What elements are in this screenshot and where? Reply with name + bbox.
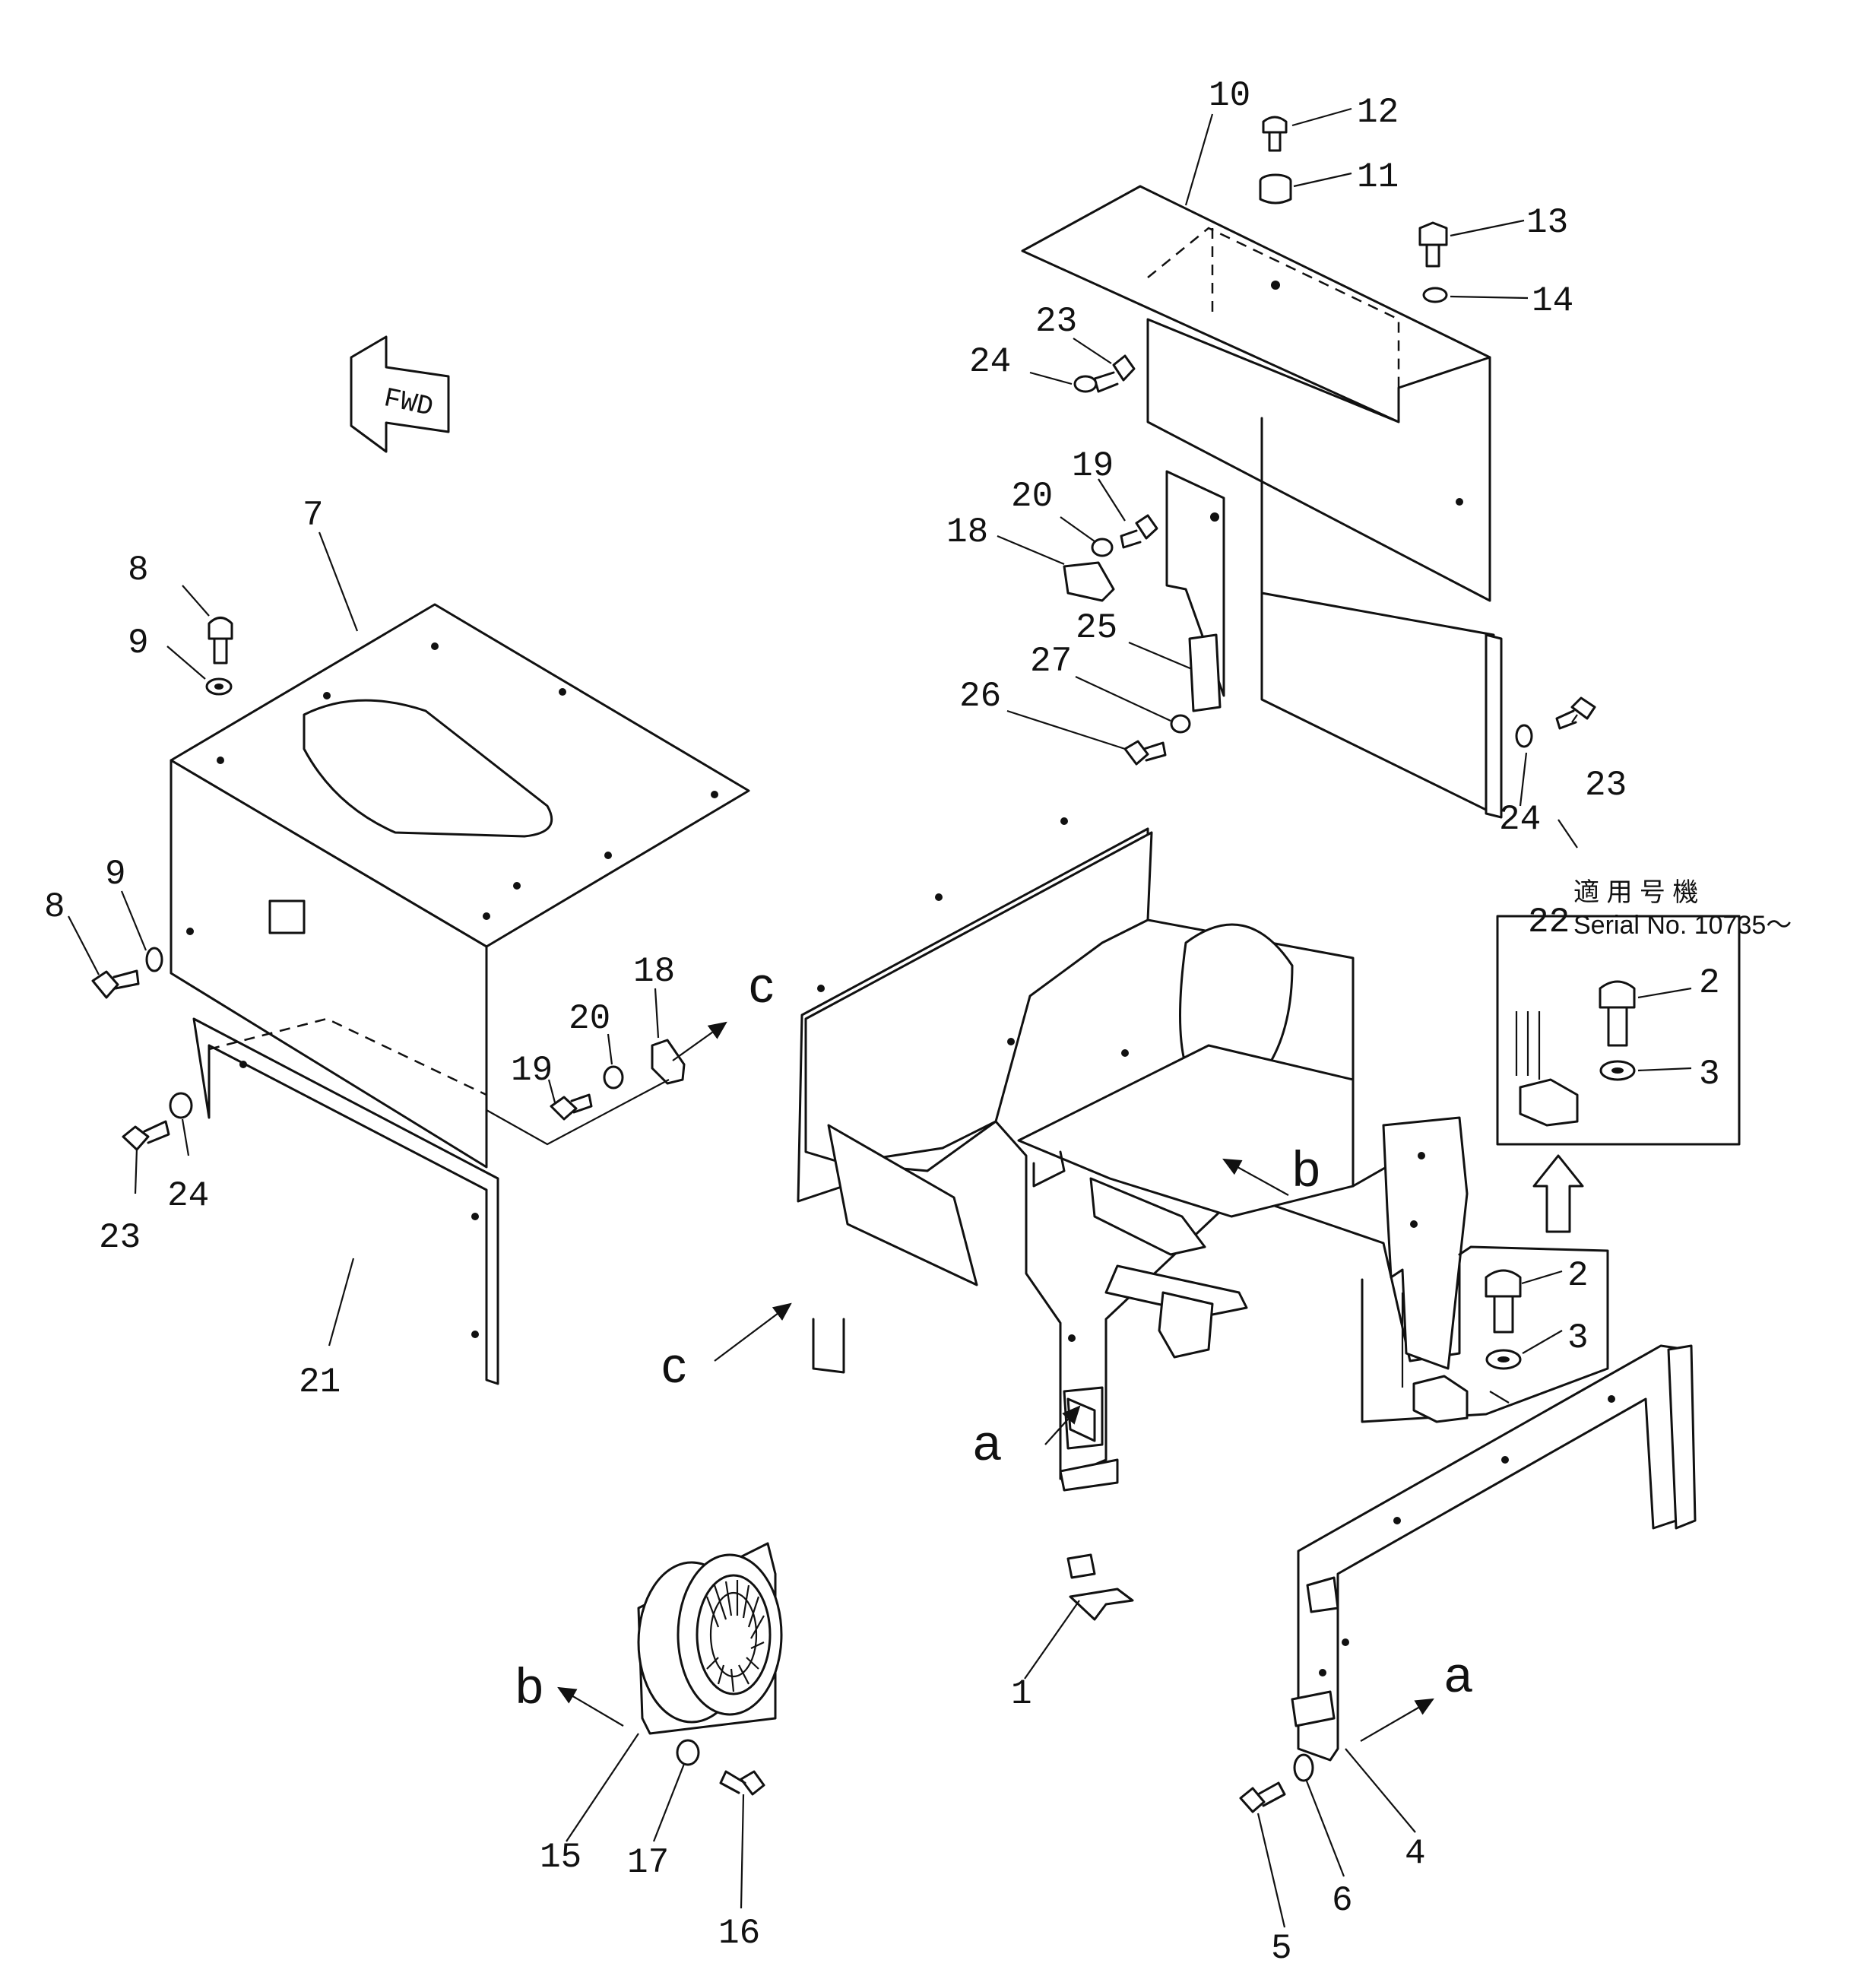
collar-part-11 <box>1259 173 1292 205</box>
fwd-arrow-icon: FWD <box>350 335 450 453</box>
callout-1: 1 <box>1011 1674 1032 1714</box>
top-plate-part-10 <box>1021 185 1491 602</box>
bolt-part-2-serial <box>1599 980 1636 1047</box>
side-panel-part-21 <box>192 1017 499 1385</box>
bolt-part-5 <box>1239 1781 1286 1813</box>
callout-13: 13 <box>1526 203 1568 243</box>
washer-part-9-side <box>145 947 163 972</box>
callout-17: 17 <box>627 1843 669 1883</box>
bolt-part-16 <box>719 1770 765 1796</box>
top-cover-part-7 <box>170 603 750 1169</box>
view-letter-c-left: c <box>661 1337 686 1393</box>
callout-4: 4 <box>1405 1834 1426 1873</box>
callout-8-side: 8 <box>44 887 65 927</box>
washer-part-20-right <box>1091 538 1114 557</box>
detail-outline-lower <box>1361 1245 1609 1423</box>
callout-16: 16 <box>718 1914 760 1953</box>
bolt-part-12 <box>1262 116 1288 152</box>
callout-23-left: 23 <box>99 1218 141 1258</box>
applicable-machines-label: 適 用 号 機 <box>1573 878 1698 907</box>
view-letter-c-right: c <box>749 956 774 1013</box>
callout-22: 22 <box>1528 902 1570 942</box>
block-icon <box>1412 1375 1469 1423</box>
callout-24-left: 24 <box>167 1176 209 1216</box>
up-arrow-icon <box>1532 1154 1584 1233</box>
view-letter-b-left: b <box>515 1657 543 1714</box>
main-frame-part-1 <box>797 817 1469 1621</box>
callout-2-lower: 2 <box>1567 1256 1589 1296</box>
callout-27: 27 <box>1030 642 1072 681</box>
callout-15: 15 <box>540 1838 581 1877</box>
block-icon-serial <box>1519 1078 1579 1127</box>
bracket-part-18-left <box>651 1039 686 1085</box>
bolt-part-8-side <box>91 969 140 999</box>
callout-18-right: 18 <box>946 512 988 552</box>
view-letter-a-right: a <box>1444 1646 1472 1702</box>
callout-7: 7 <box>303 496 324 535</box>
callout-9-top: 9 <box>128 623 149 663</box>
washer-part-24-left <box>169 1092 193 1119</box>
callout-24-top: 24 <box>969 342 1011 382</box>
callout-20-left: 20 <box>569 999 610 1039</box>
callout-14: 14 <box>1532 281 1573 321</box>
bolt-part-19-left <box>550 1093 593 1121</box>
washer-part-24-top <box>1073 375 1098 393</box>
bracket-part-18-right <box>1063 561 1115 602</box>
callout-19-right: 19 <box>1072 446 1114 486</box>
callout-10: 10 <box>1209 76 1250 116</box>
bolt-part-2-lower <box>1485 1269 1522 1334</box>
callout-20-right: 20 <box>1011 477 1053 516</box>
bolt-part-23-right <box>1555 696 1596 730</box>
washer-part-27 <box>1170 714 1191 734</box>
callout-24-right: 24 <box>1499 800 1541 839</box>
view-letter-a-left: a <box>973 1414 1001 1470</box>
callout-25: 25 <box>1076 608 1117 648</box>
bolt-part-23-left <box>122 1120 170 1151</box>
bolt-part-13 <box>1418 221 1448 268</box>
flange-part-15 <box>637 1542 783 1735</box>
callout-18-left: 18 <box>633 952 675 991</box>
callout-23-top: 23 <box>1035 302 1077 341</box>
bolt-part-23-top <box>1093 354 1136 393</box>
serial-detail-box <box>1496 915 1741 1146</box>
bolt-part-8-top <box>208 617 233 665</box>
callout-3-lower: 3 <box>1567 1318 1589 1358</box>
washer-part-17 <box>676 1739 700 1766</box>
callout-3-serial: 3 <box>1699 1055 1720 1094</box>
callout-23-right: 23 <box>1585 766 1627 805</box>
callout-8-top: 8 <box>128 550 149 590</box>
view-letter-b-right: b <box>1292 1140 1320 1197</box>
washer-part-6 <box>1293 1753 1314 1782</box>
serial-number-label: Serial No. 10735～ <box>1573 911 1792 940</box>
callout-21: 21 <box>299 1362 341 1402</box>
bolt-part-26 <box>1123 740 1167 766</box>
callout-26: 26 <box>959 677 1001 716</box>
washer-part-3-serial <box>1599 1060 1636 1081</box>
plate-part-25 <box>1188 633 1222 712</box>
callout-19-left: 19 <box>511 1051 553 1090</box>
callout-6: 6 <box>1332 1881 1353 1921</box>
callout-9-side: 9 <box>105 855 126 894</box>
washer-part-24-right <box>1515 724 1533 748</box>
washer-part-14 <box>1422 287 1448 303</box>
washer-part-20-left <box>603 1065 624 1090</box>
callout-2-serial: 2 <box>1699 963 1720 1003</box>
callout-12: 12 <box>1357 93 1399 132</box>
bracket-part-4 <box>1291 1344 1697 1762</box>
washer-part-3-lower <box>1485 1349 1522 1370</box>
callout-5: 5 <box>1271 1929 1292 1968</box>
washer-part-9-top <box>205 677 233 696</box>
callout-11: 11 <box>1357 157 1399 197</box>
bolt-part-19-right <box>1120 514 1158 549</box>
